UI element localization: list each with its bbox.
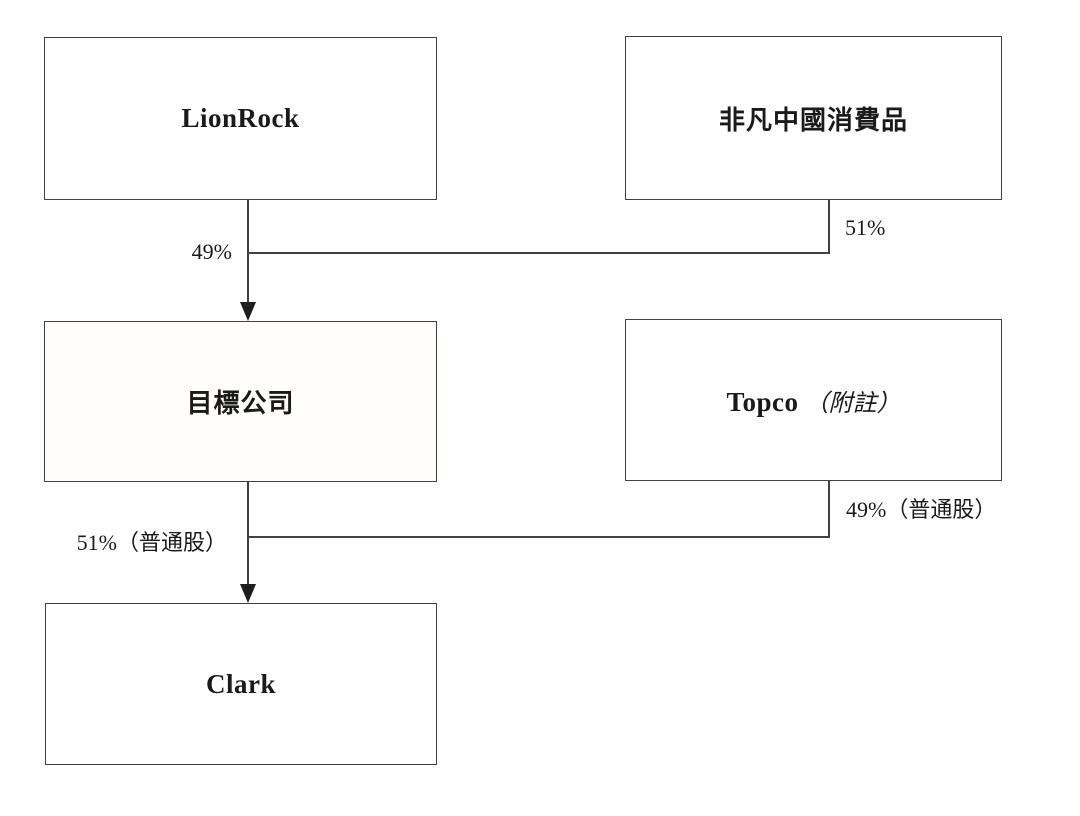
edge-label-topco-49pct-ordinary: 49%（普通股）	[846, 497, 997, 522]
connector-bottom-horizontal-line	[247, 536, 830, 538]
node-target-company-label: 目標公司	[186, 388, 295, 418]
connector-top-horizontal-line	[247, 252, 830, 254]
node-viva-china: 非凡中國消費品	[625, 36, 1002, 200]
node-clark: Clark	[45, 603, 437, 765]
node-lionrock-label: LionRock	[181, 103, 300, 133]
node-topco: Topco （附註）	[625, 319, 1002, 481]
node-topco-label: Topco （附註）	[726, 383, 900, 418]
node-topco-label-en: Topco	[726, 386, 799, 417]
node-viva-china-label: 非凡中國消費品	[718, 104, 908, 135]
node-topco-label-note: （附註）	[804, 390, 901, 417]
edge-label-target-51pct-ordinary: 51%（普通股）	[76, 530, 227, 555]
connector-target-down-line	[247, 481, 249, 586]
arrowhead-into-target-company	[240, 302, 256, 321]
connector-lionrock-down-line	[247, 199, 249, 304]
edge-label-lionrock-49pct: 49%	[191, 239, 232, 264]
arrowhead-into-clark	[240, 584, 256, 603]
edge-label-viva-51pct: 51%	[845, 215, 886, 240]
connector-viva-down-line	[828, 199, 830, 254]
connector-topco-down-line	[828, 480, 830, 538]
node-clark-label: Clark	[206, 668, 276, 699]
node-target-company: 目標公司	[44, 321, 437, 482]
node-lionrock: LionRock	[44, 37, 437, 200]
